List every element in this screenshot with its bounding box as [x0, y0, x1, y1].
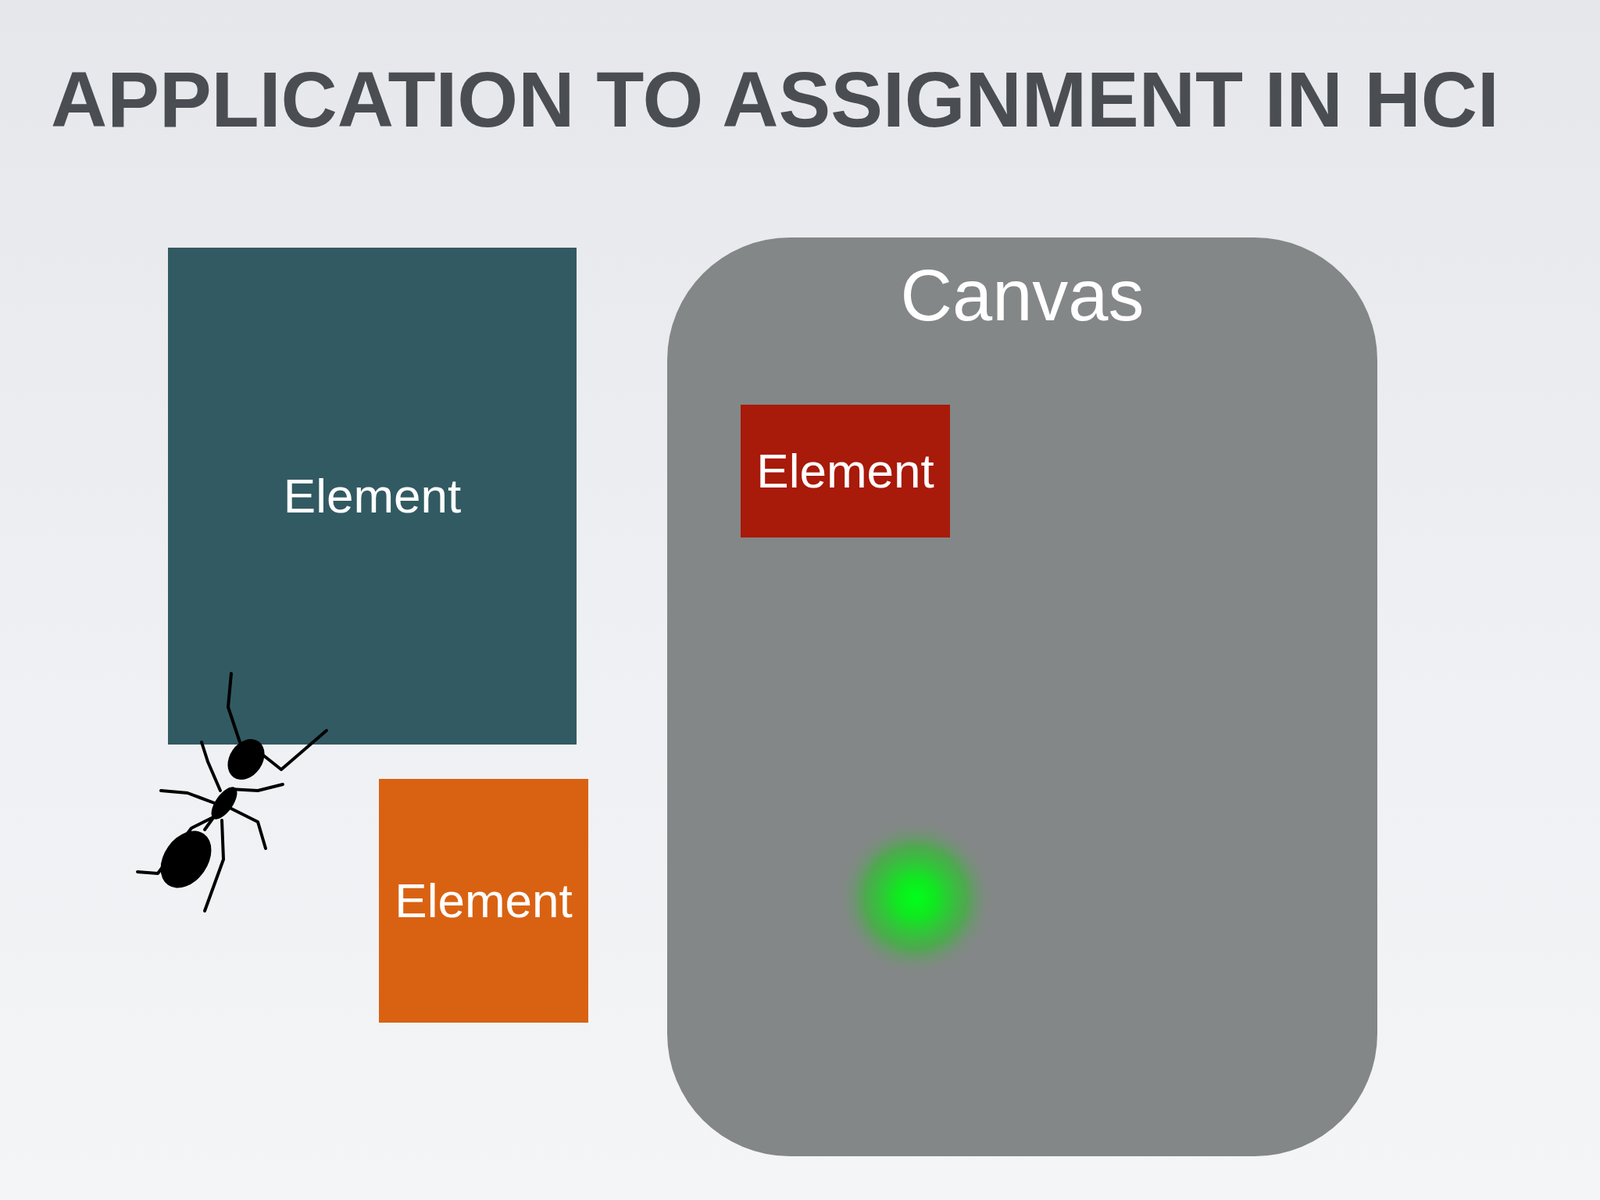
ant-antenna — [254, 730, 327, 770]
ant-head — [220, 732, 273, 787]
ant-antenna — [228, 673, 240, 743]
ant-thorax — [206, 782, 243, 824]
canvas-region: CanvasElement — [667, 237, 1378, 1157]
element-box: Element — [378, 778, 589, 1023]
ant-leg — [201, 742, 221, 791]
ant-leg — [229, 784, 283, 791]
element-box: Element — [167, 247, 577, 745]
region-label: Canvas — [900, 254, 1145, 338]
element-box: Element — [740, 404, 950, 538]
element-box-fill — [167, 247, 577, 745]
ant-abdomen — [150, 821, 222, 898]
ant-leg — [229, 807, 266, 849]
green-dot — [837, 819, 994, 976]
element-box-fill — [167, 247, 577, 745]
green-dot-illustration — [667, 237, 1378, 1157]
element-label: Element — [756, 442, 934, 499]
ant-leg — [160, 790, 219, 805]
element-label: Element — [283, 467, 461, 524]
slide-title: APPLICATION TO ASSIGNMENT IN HCI — [50, 56, 1500, 143]
ant-illustration — [137, 673, 327, 911]
element-label: Element — [394, 872, 572, 929]
